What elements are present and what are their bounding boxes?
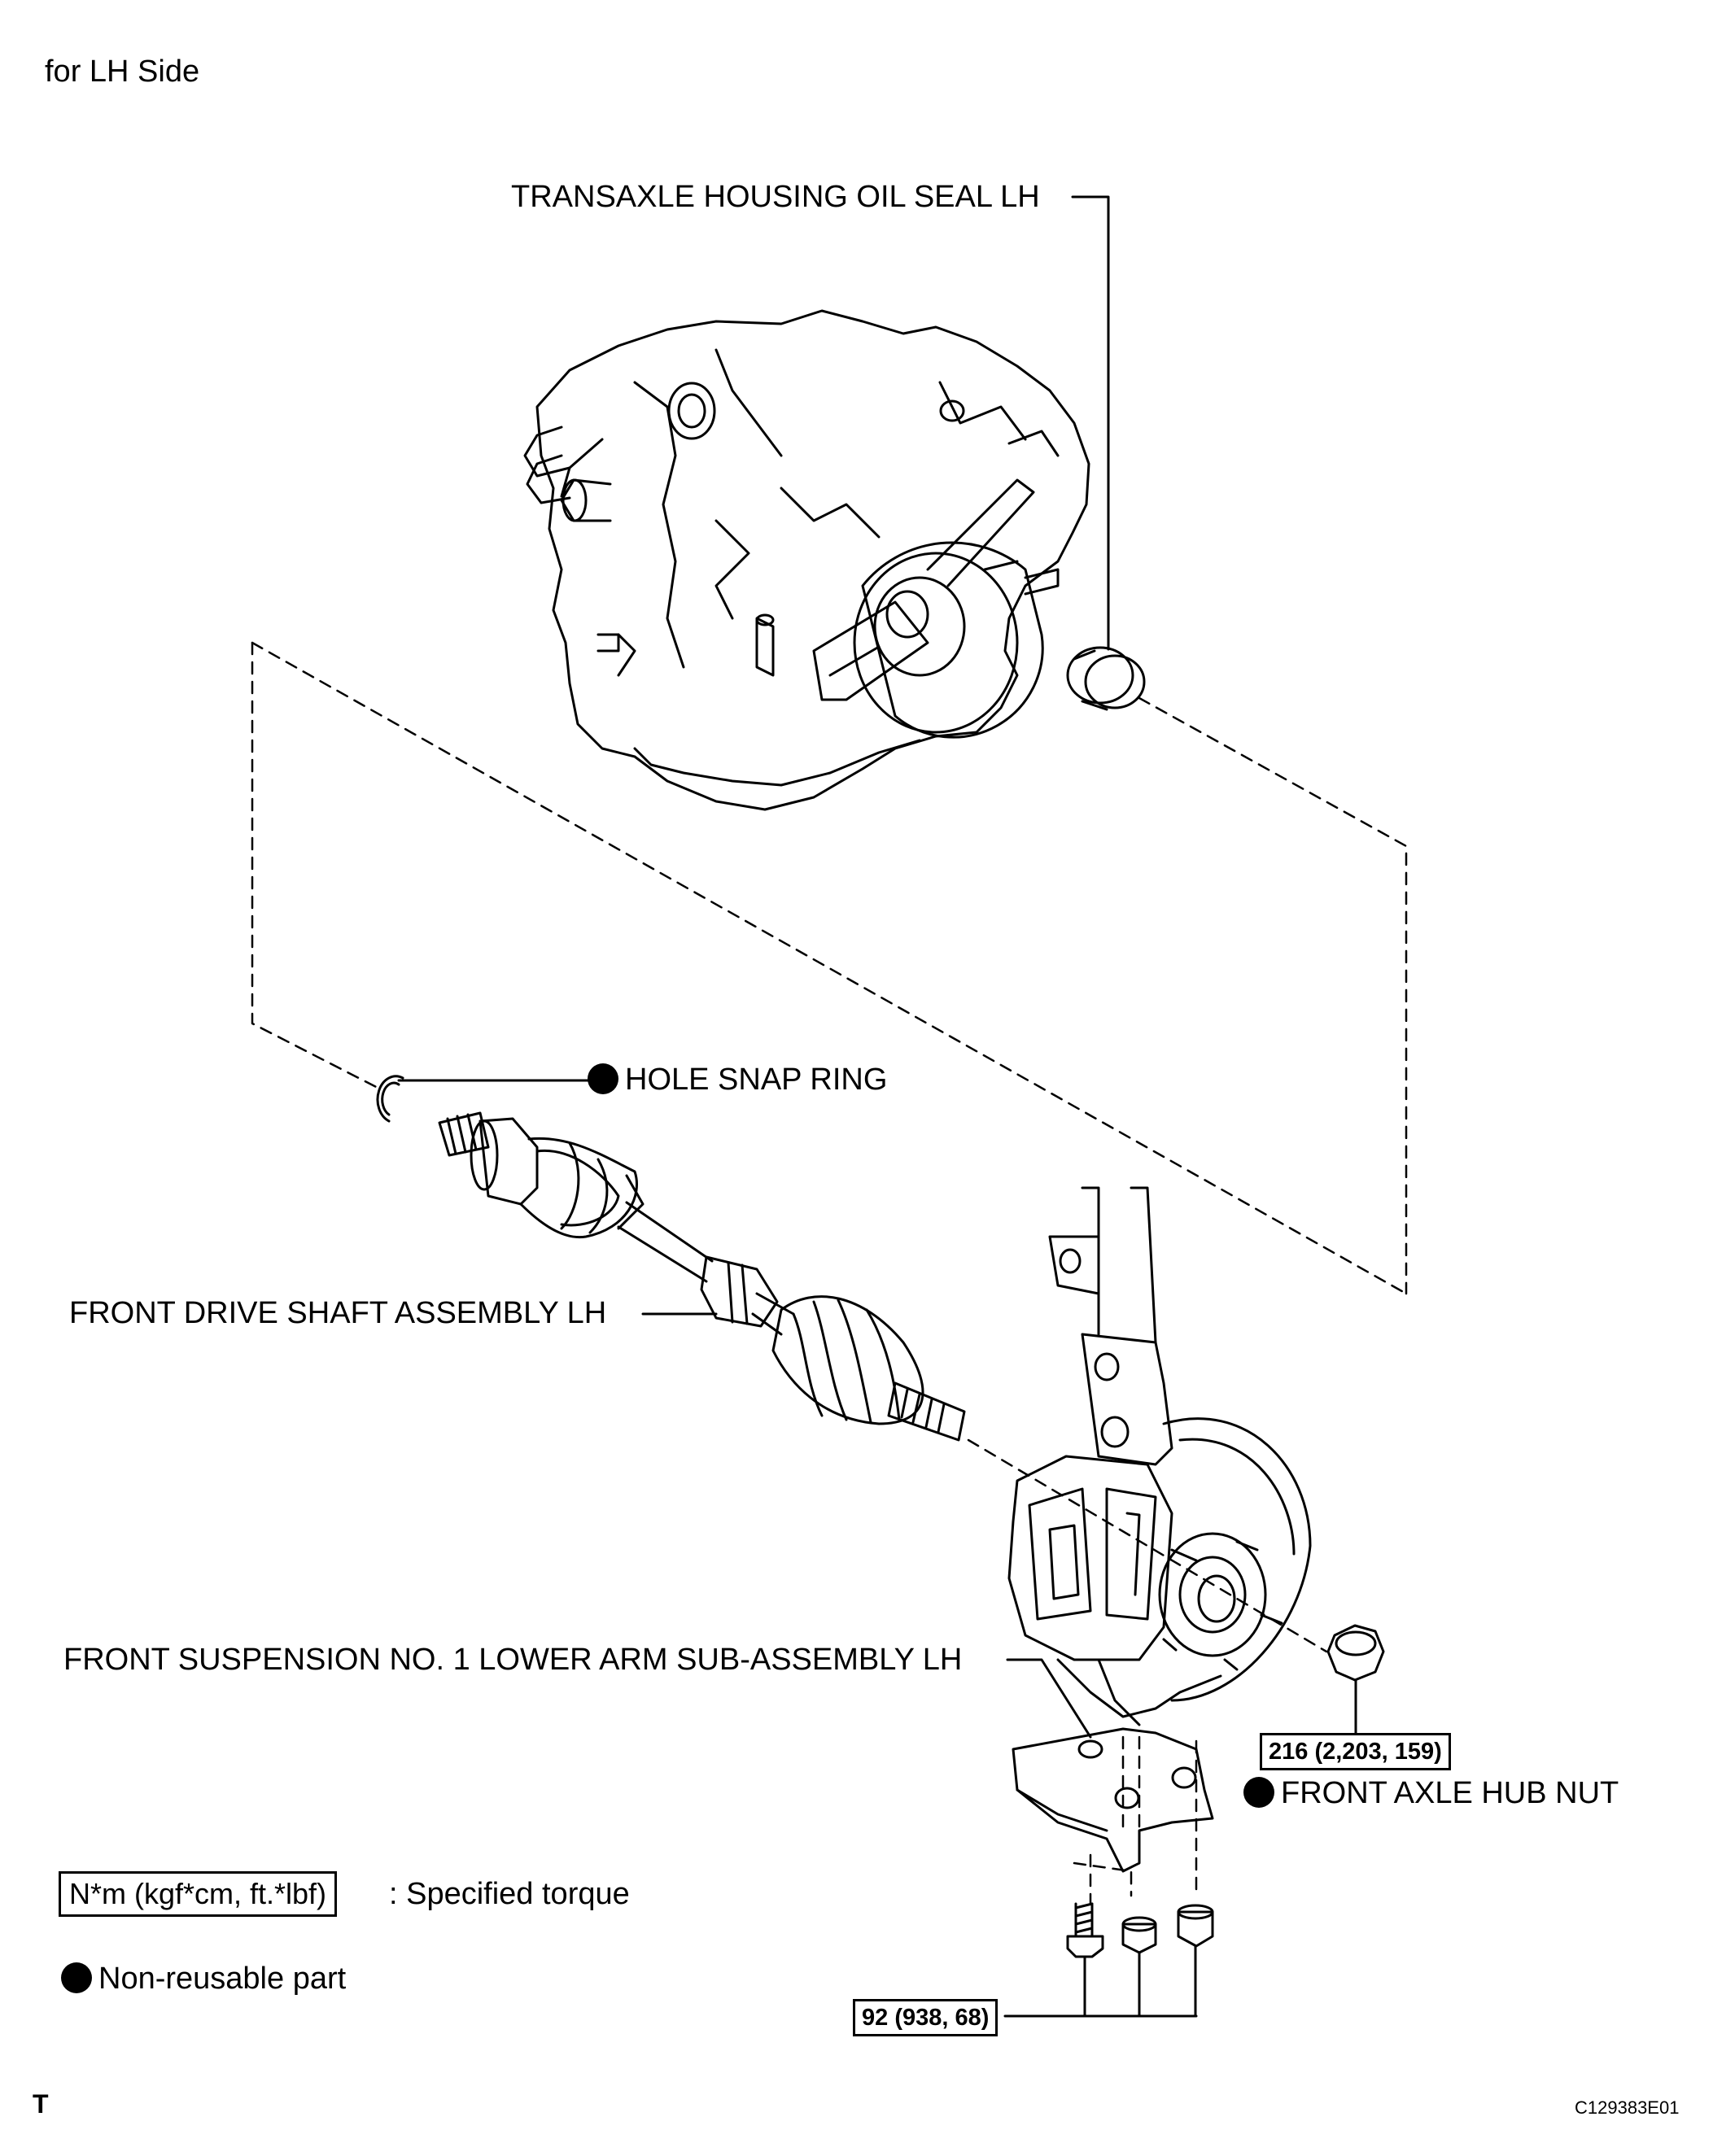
lower-arm-label: FRONT SUSPENSION NO. 1 LOWER ARM SUB-ASS… xyxy=(63,1643,963,1677)
drive-shaft-part xyxy=(438,1111,966,1442)
snap-ring-text: HOLE SNAP RING xyxy=(625,1063,888,1097)
snap-ring-part xyxy=(376,1075,404,1123)
lower-arm-leader xyxy=(1006,1658,1092,1739)
hub-nut-label: FRONT AXLE HUB NUT xyxy=(1243,1775,1619,1811)
oil-seal-part xyxy=(1066,646,1146,711)
figure-code: C129383E01 xyxy=(1575,2097,1680,2118)
transaxle-housing xyxy=(523,309,1090,811)
lower-arm-fasteners xyxy=(1066,1902,1214,1958)
drive-shaft-label: FRONT DRIVE SHAFT ASSEMBLY LH xyxy=(69,1296,607,1330)
non-reusable-icon xyxy=(1243,1777,1274,1808)
knuckle-brake-part xyxy=(1007,1186,1312,1726)
torque-legend-box: N*m (kgf*cm, ft.*lbf) xyxy=(59,1871,338,1917)
lower-arm-part xyxy=(1012,1727,1214,1873)
non-reusable-legend: Non-reusable part xyxy=(61,1961,346,1997)
assembly-guide-lines xyxy=(251,641,1408,1905)
non-reusable-icon xyxy=(61,1962,92,1993)
hub-nut-part xyxy=(1326,1624,1385,1682)
hub-nut-torque-badge: 216 (2,203, 159) xyxy=(1260,1733,1451,1770)
snap-ring-label: HOLE SNAP RING xyxy=(588,1062,887,1098)
torque-legend-text: : Specified torque xyxy=(389,1877,630,1911)
hub-nut-text: FRONT AXLE HUB NUT xyxy=(1281,1776,1619,1810)
footer-mark: T xyxy=(33,2089,49,2119)
oil-seal-label: TRANSAXLE HOUSING OIL SEAL LH xyxy=(511,180,1040,214)
oil-seal-leader xyxy=(1071,195,1110,651)
side-label: for LH Side xyxy=(45,55,200,89)
lower-arm-torque-leader xyxy=(1003,1944,1198,2018)
non-reusable-text: Non-reusable part xyxy=(98,1962,347,1996)
lower-arm-torque-badge: 92 (938, 68) xyxy=(853,1999,999,2036)
non-reusable-icon xyxy=(588,1063,618,1094)
